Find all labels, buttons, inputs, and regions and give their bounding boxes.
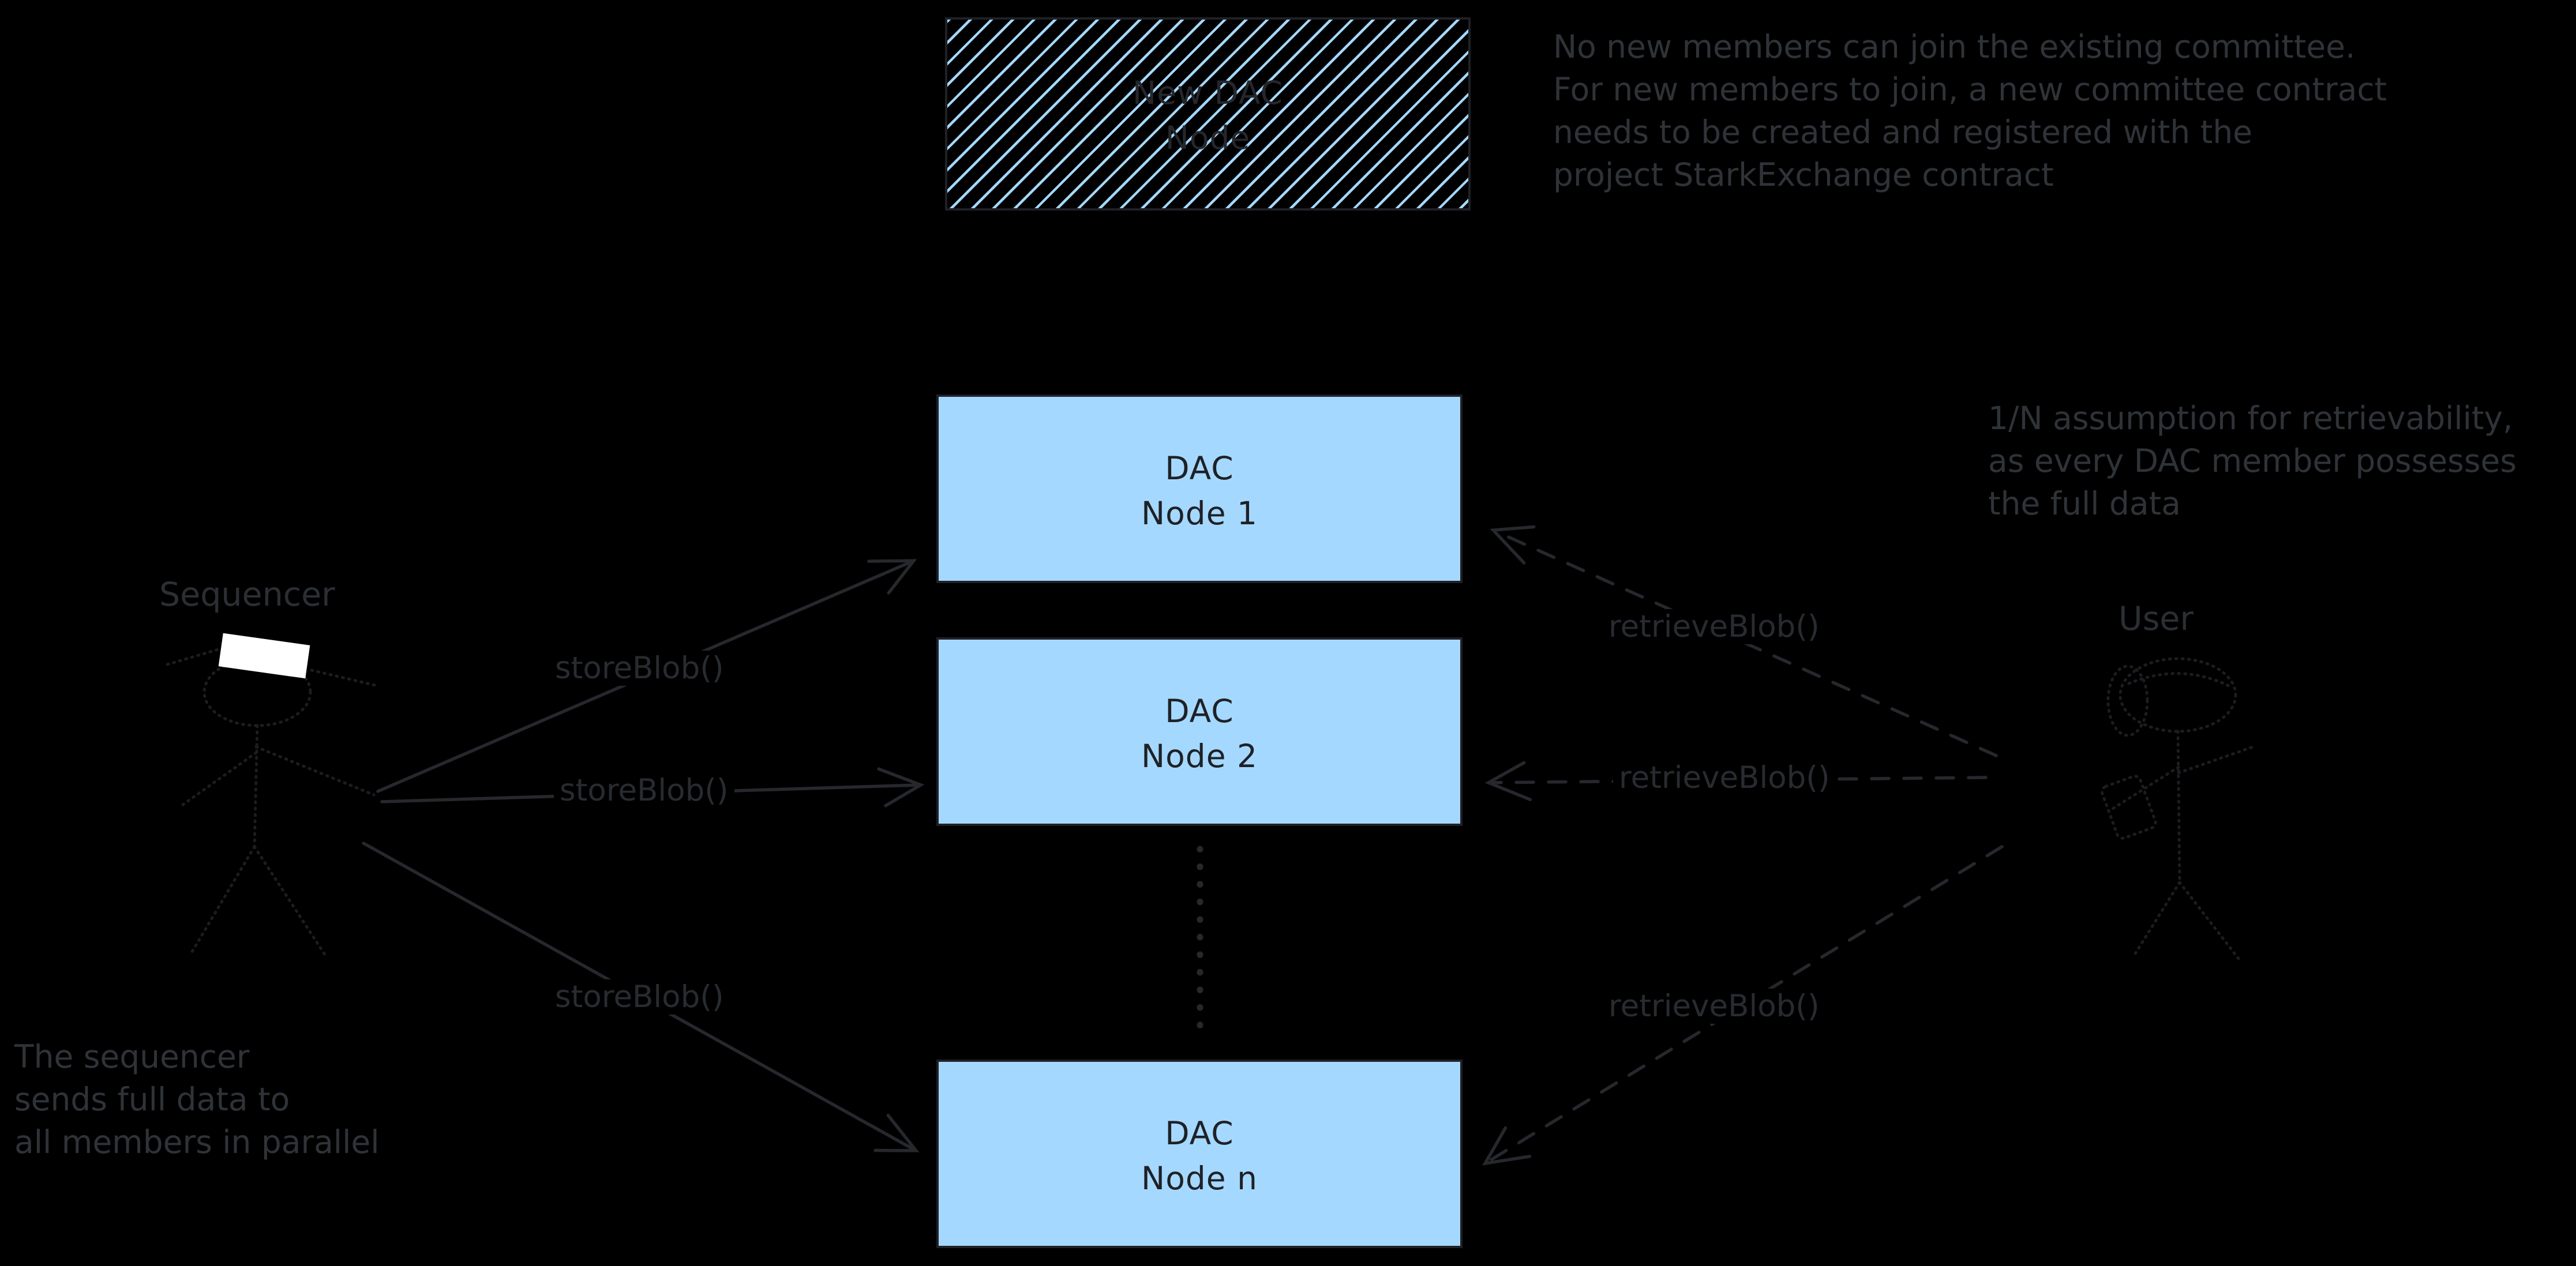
store-blob-label-3: storeBlob() [549, 979, 730, 1015]
sequencer-figure [166, 633, 377, 958]
retrieve-blob-label-2: retrieveBlob() [1613, 760, 1836, 795]
committee-note: No new members can join the existing com… [1553, 25, 2387, 196]
store-blob-label-2: storeBlob() [554, 773, 734, 808]
user-arm-left [2111, 765, 2180, 810]
user-leg-left [2133, 881, 2181, 956]
sequencer-arm-left [177, 751, 258, 809]
sequencer-hat-brim-left [166, 648, 220, 666]
user-arm-right [2177, 745, 2255, 775]
dac-node-1-line1: DAC [1165, 450, 1234, 487]
retrievability-note-line1: 1/N assumption for retrievability, [1988, 400, 2513, 437]
dac-node-n-line1: DAC [1165, 1115, 1234, 1152]
dac-node-1-box: DAC Node 1 [936, 395, 1463, 583]
sequencer-note-line2: sends full data to [14, 1081, 290, 1118]
sequencer-note: The sequencer sends full data to all mem… [14, 1035, 379, 1163]
user-head-detail [2127, 672, 2232, 688]
user-figure [2101, 657, 2255, 960]
sequencer-note-line3: all members in parallel [14, 1124, 380, 1160]
retrievability-note: 1/N assumption for retrievability, as ev… [1988, 397, 2517, 525]
sequencer-hat-brim-right [310, 668, 377, 687]
retrieve-blob-label-1: retrieveBlob() [1603, 609, 1825, 644]
sequencer-body [253, 724, 259, 848]
dac-node-n-line2: Node n [1141, 1160, 1258, 1197]
retrievability-note-line2: as every DAC member possesses [1988, 442, 2517, 479]
dac-node-n-label: DAC Node n [939, 1111, 1460, 1201]
new-dac-node-box: New DAC Node [945, 17, 1471, 211]
dac-node-1-line2: Node 1 [1141, 495, 1258, 532]
new-dac-node-label: New DAC Node [947, 70, 1468, 160]
sequencer-label: Sequencer [159, 576, 335, 614]
dac-node-n-box: DAC Node n [936, 1060, 1463, 1248]
retrievability-note-line3: the full data [1988, 485, 2181, 522]
user-hair [2106, 664, 2149, 737]
user-phone [2101, 775, 2157, 840]
new-dac-node-line1: New DAC [1133, 74, 1283, 111]
dac-node-2-label: DAC Node 2 [939, 689, 1460, 779]
committee-note-line4: project StarkExchange contract [1553, 156, 2054, 193]
user-leg-right [2178, 881, 2240, 960]
dac-node-2-box: DAC Node 2 [936, 637, 1463, 826]
sequencer-arm-right [254, 745, 376, 797]
sequencer-note-line1: The sequencer [14, 1038, 250, 1075]
user-body [2176, 730, 2181, 884]
user-label: User [2118, 600, 2193, 638]
committee-note-line2: For new members to join, a new committee… [1553, 71, 2387, 108]
dac-node-1-label: DAC Node 1 [939, 446, 1460, 536]
dac-node-2-line2: Node 2 [1141, 738, 1258, 775]
retrieve-blob-arrow-node2 [1484, 761, 1988, 802]
store-blob-label-1: storeBlob() [549, 651, 730, 686]
committee-note-line1: No new members can join the existing com… [1553, 28, 2356, 65]
sequencer-leg-left [189, 845, 256, 956]
sequencer-hat [218, 633, 310, 679]
dac-node-2-line1: DAC [1165, 693, 1234, 730]
retrieve-blob-label-3: retrieveBlob() [1603, 989, 1825, 1024]
sequencer-leg-right [253, 845, 328, 958]
new-dac-node-line2: Node [1165, 119, 1251, 156]
committee-note-line3: needs to be created and registered with … [1553, 114, 2253, 151]
